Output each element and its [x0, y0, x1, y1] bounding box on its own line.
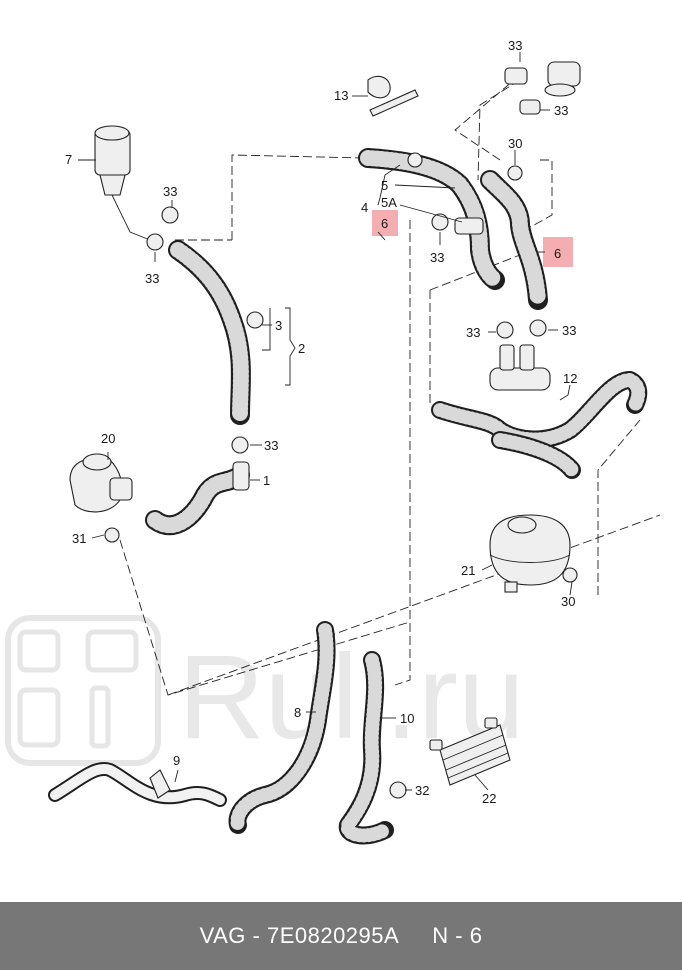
- callout-33-e: 33: [554, 103, 568, 118]
- components: [69, 61, 581, 799]
- highlight-part-6: [372, 210, 573, 267]
- callout-7: 7: [65, 152, 72, 167]
- callout-8: 8: [294, 705, 301, 720]
- callout-6-left: 6: [381, 216, 388, 231]
- connector-1: [232, 461, 250, 491]
- callout-10: 10: [400, 711, 414, 726]
- part-code: 7E0820295A: [266, 923, 400, 948]
- callout-1: 1: [263, 473, 270, 488]
- callout-13: 13: [334, 88, 348, 103]
- reference-lines: [119, 74, 661, 696]
- callout-12: 12: [563, 371, 577, 386]
- callout-32: 32: [415, 783, 429, 798]
- callout-21: 21: [461, 563, 475, 578]
- callout-33-f: 33: [430, 250, 444, 265]
- callout-5a: 5A: [381, 195, 397, 210]
- footer-spacer: [399, 923, 432, 949]
- highlight-box-left: [372, 210, 398, 236]
- callout-5: 5: [381, 178, 388, 193]
- callout-33-d: 33: [508, 38, 522, 53]
- callout-2: 2: [298, 341, 305, 356]
- watermark: Ruli.ru: [5, 615, 525, 766]
- callout-30-b: 30: [561, 594, 575, 609]
- callout-3: 3: [275, 318, 282, 333]
- callout-9: 9: [173, 753, 180, 768]
- callout-30-a: 30: [508, 136, 522, 151]
- callout-33-g: 33: [466, 325, 480, 340]
- parts-diagram: Ruli.ru: [5, 38, 661, 845]
- bracket-13: [367, 75, 419, 117]
- brand-label: VAG: [199, 923, 246, 948]
- callout-33-c: 33: [264, 438, 278, 453]
- callout-33-a: 33: [163, 184, 177, 199]
- callout-33-b: 33: [145, 271, 159, 286]
- mount-lower: [489, 344, 551, 391]
- callout-20: 20: [101, 431, 115, 446]
- fitting-top-right: [504, 61, 581, 115]
- hoses: [48, 148, 648, 845]
- footer-separator: -: [245, 923, 267, 948]
- reservoir-7: [94, 125, 151, 241]
- callout-31: 31: [72, 531, 86, 546]
- housing-20: [69, 453, 133, 513]
- highlight-box-right: [543, 237, 573, 267]
- expansion-tank-21: [489, 514, 571, 593]
- part-info-footer: VAG - 7E0820295A N - 6: [0, 902, 682, 970]
- callout-22: 22: [482, 791, 496, 806]
- pipe-9-mount: [149, 769, 171, 799]
- clips: [104, 152, 578, 799]
- callout-33-h: 33: [562, 323, 576, 338]
- oil-cooler-22: [429, 717, 511, 786]
- callout-4: 4: [361, 200, 368, 215]
- diagram-position: N - 6: [432, 923, 483, 948]
- junction-5a: [454, 217, 484, 235]
- callout-6-right: 6: [554, 246, 561, 261]
- leader-lines: [78, 52, 573, 791]
- callouts: 7 33 33 3 2 33 1 20 31 13 33 33 30 5 5A …: [65, 38, 577, 806]
